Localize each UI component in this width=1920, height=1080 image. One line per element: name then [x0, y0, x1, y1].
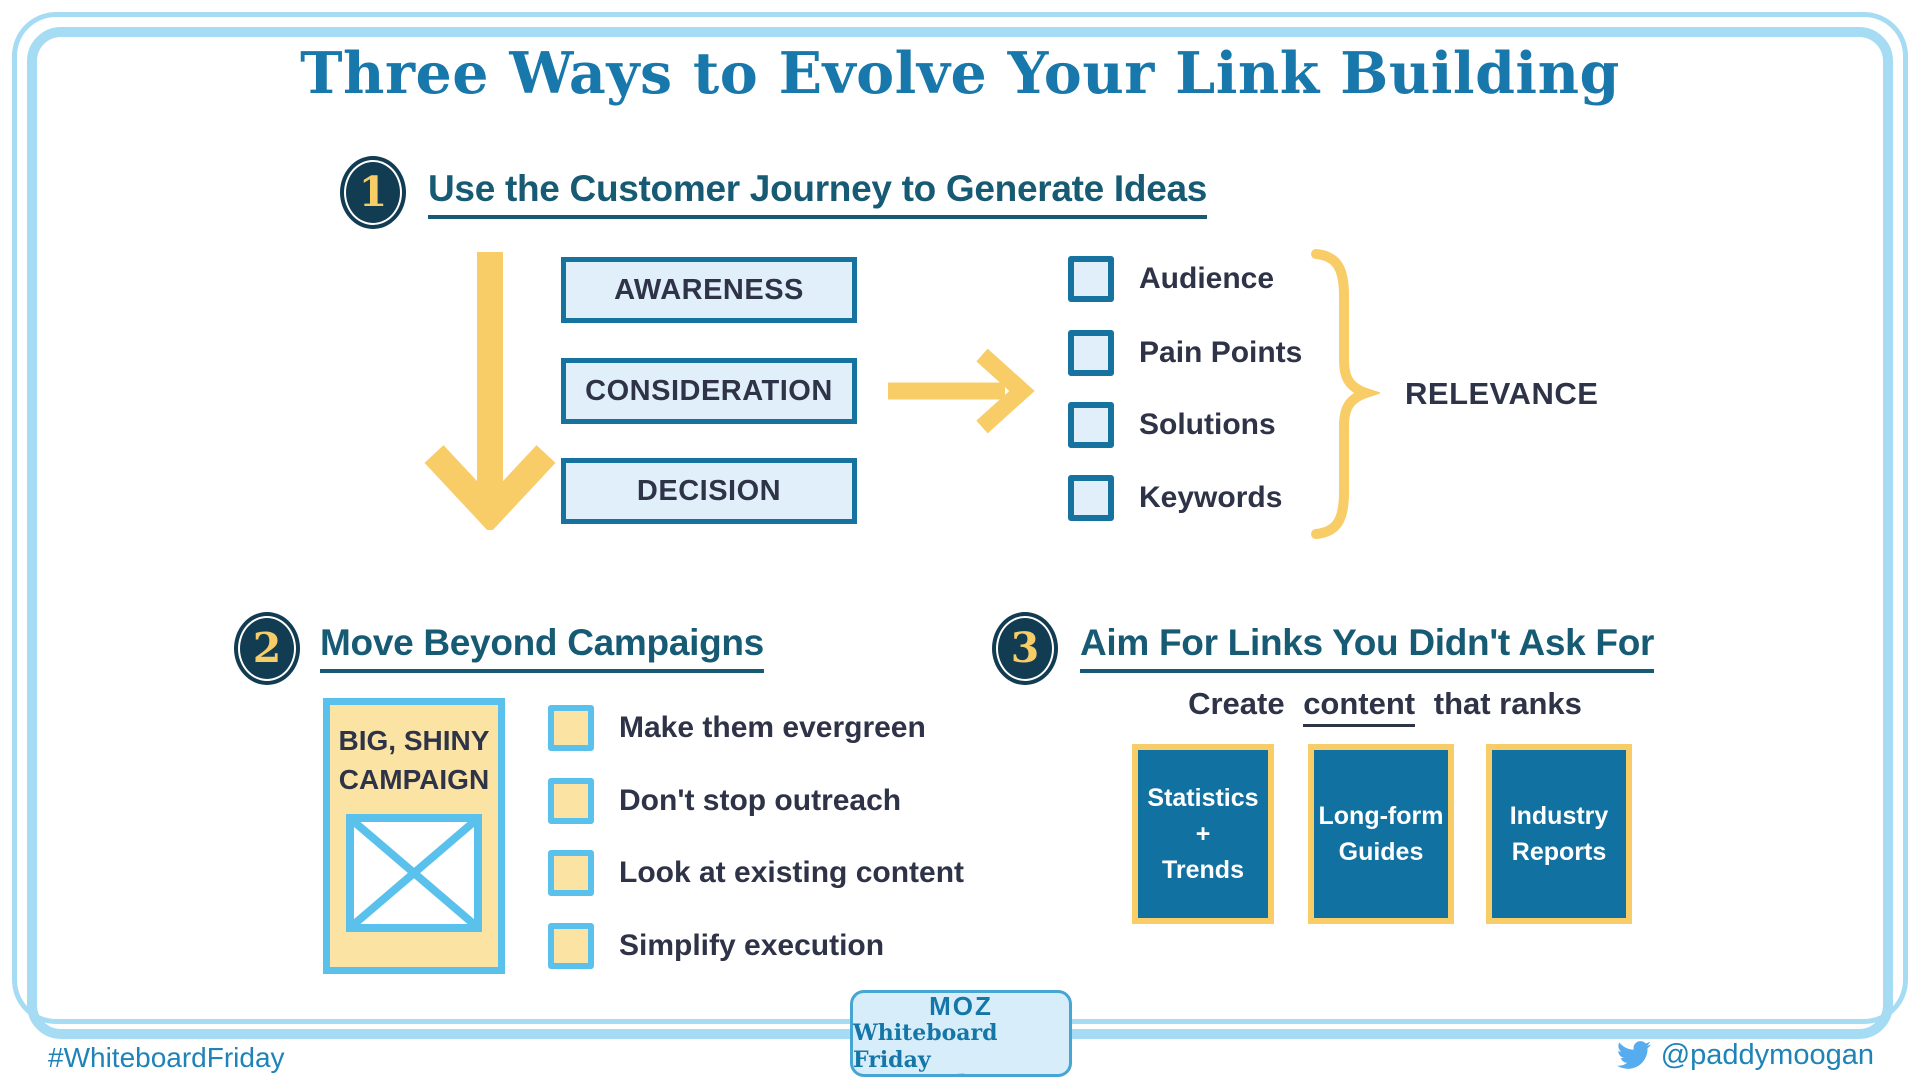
- twitter-handle[interactable]: @paddymoogan: [1660, 1038, 1874, 1071]
- card-line: Trends: [1162, 856, 1244, 885]
- campaign-box-label: BIG, SHINY CAMPAIGN: [339, 721, 490, 799]
- content-card-long-form-guides: Long-form Guides: [1308, 744, 1454, 924]
- section3-heading: Aim For Links You Didn't Ask For: [1080, 622, 1654, 673]
- checkbox-icon: [548, 923, 594, 969]
- card-line: Industry: [1509, 801, 1609, 830]
- subtitle-underlined-word: content: [1303, 686, 1416, 727]
- big-shiny-campaign-box: BIG, SHINY CAMPAIGN: [323, 698, 505, 974]
- subtitle-post: that ranks: [1433, 686, 1582, 721]
- page-title: Three Ways to Evolve Your Link Building: [300, 40, 1620, 107]
- idea-item-keywords: Keywords: [1068, 475, 1282, 521]
- marker-squiggle-icon: [957, 1073, 965, 1074]
- stage-box-decision: DECISION: [561, 458, 857, 524]
- stage-box-consideration: CONSIDERATION: [561, 358, 857, 424]
- campaign-tip-label: Look at existing content: [619, 856, 965, 889]
- campaign-tip-existing-content: Look at existing content: [548, 850, 964, 896]
- campaign-tip-simplify: Simplify execution: [548, 923, 884, 969]
- campaign-line2: CAMPAIGN: [338, 764, 490, 796]
- idea-item-label: Pain Points: [1139, 336, 1303, 369]
- brace-label: RELEVANCE: [1405, 376, 1599, 411]
- stage-label: DECISION: [636, 474, 782, 507]
- campaign-tip-label: Don't stop outreach: [619, 784, 902, 817]
- stage-label: CONSIDERATION: [585, 374, 833, 407]
- checkbox-icon: [548, 705, 594, 751]
- right-arrow-icon: [888, 348, 1035, 434]
- section1-number: 1: [358, 168, 388, 216]
- section3-number-badge: 3: [992, 612, 1058, 685]
- card-line: Long-form: [1318, 801, 1444, 830]
- idea-item-label: Audience: [1139, 262, 1275, 295]
- section3-subtitle: Create content that ranks: [1078, 686, 1692, 727]
- campaign-tip-label: Make them evergreen: [619, 711, 926, 744]
- section2-number-badge: 2: [234, 612, 300, 685]
- checkbox-icon: [548, 778, 594, 824]
- campaign-tip-evergreen: Make them evergreen: [548, 705, 926, 751]
- image-placeholder-icon: [346, 814, 482, 933]
- stage-label: AWARENESS: [614, 273, 804, 306]
- content-card-industry-reports: Industry Reports: [1486, 744, 1632, 924]
- section3-number: 3: [1010, 624, 1040, 672]
- subtitle-pre: Create: [1188, 686, 1285, 721]
- section2-number: 2: [252, 624, 282, 672]
- moz-logo: MOZ: [929, 991, 993, 1021]
- section1-heading: Use the Customer Journey to Generate Ide…: [428, 168, 1207, 219]
- card-line: Statistics: [1147, 783, 1259, 812]
- section2-heading: Move Beyond Campaigns: [320, 622, 764, 673]
- card-line: Reports: [1511, 838, 1607, 866]
- campaign-tip-outreach: Don't stop outreach: [548, 778, 901, 824]
- idea-item-label: Keywords: [1139, 481, 1283, 514]
- idea-item-audience: Audience: [1068, 256, 1274, 302]
- checkbox-icon: [1068, 330, 1114, 376]
- idea-item-solutions: Solutions: [1068, 402, 1276, 448]
- curly-brace-icon: [1311, 249, 1380, 539]
- twitter-attribution: @paddymoogan: [1616, 1038, 1874, 1072]
- checkbox-icon: [1068, 402, 1114, 448]
- twitter-icon: [1616, 1041, 1651, 1069]
- down-arrow-icon: [424, 252, 556, 530]
- stage-box-awareness: AWARENESS: [561, 257, 857, 323]
- idea-item-pain-points: Pain Points: [1068, 330, 1302, 376]
- whiteboard-friday-label: Whiteboard Friday: [853, 1020, 998, 1073]
- card-line: Guides: [1338, 838, 1424, 866]
- hashtag-label: #WhiteboardFriday: [48, 1042, 285, 1073]
- checkbox-icon: [1068, 256, 1114, 302]
- checkbox-icon: [1068, 475, 1114, 521]
- card-line: +: [1195, 819, 1211, 848]
- checkbox-icon: [548, 850, 594, 896]
- campaign-tip-label: Simplify execution: [619, 929, 885, 962]
- content-card-statistics-trends: Statistics + Trends: [1132, 744, 1274, 924]
- moz-whiteboard-friday-badge: MOZ Whiteboard Friday: [850, 990, 1072, 1077]
- idea-item-label: Solutions: [1139, 408, 1276, 441]
- section1-number-badge: 1: [340, 156, 406, 229]
- campaign-line1: BIG, SHINY: [338, 725, 490, 756]
